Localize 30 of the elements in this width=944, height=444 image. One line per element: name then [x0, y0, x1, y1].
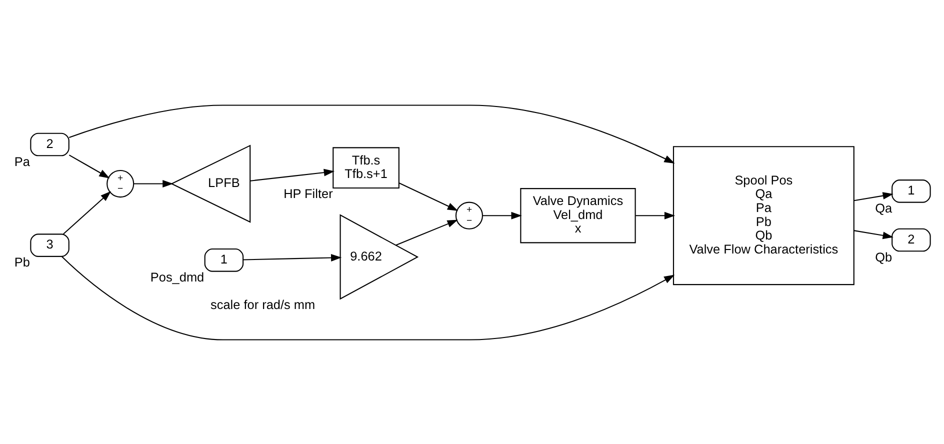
node-box: 1: [204, 248, 244, 272]
node-box: 1: [892, 179, 931, 202]
node-label: scale for rad/s mm: [210, 296, 316, 312]
arrow: [398, 182, 458, 210]
arrow: [68, 154, 110, 178]
node-label: Pos_dmd: [150, 269, 204, 284]
arrow: [396, 219, 458, 246]
node-label: Pa: [14, 153, 30, 168]
node-box: Spool Pos Qa Pa Pb Qb Valve Flow Characteristics: [672, 146, 854, 285]
node-box: 2: [30, 132, 70, 156]
arrow: [250, 168, 335, 181]
node-box: Tfb.s Tfb.s+1: [332, 146, 400, 188]
node-box: Valve Dynamics Vel_dmd x: [520, 188, 636, 243]
arrow: [63, 190, 112, 234]
arrow: [636, 211, 676, 219]
node-label: Qb: [875, 248, 892, 264]
arrow: [68, 104, 675, 164]
node-label: Pb: [14, 254, 30, 270]
node-label: Qa: [875, 200, 892, 216]
arrow: [243, 254, 342, 261]
node-circle: + −: [455, 201, 484, 229]
node-box: 2: [892, 228, 931, 252]
node-box: 3: [30, 233, 70, 256]
arrow: [61, 256, 675, 340]
arrow: [134, 180, 174, 187]
arrow: [854, 192, 894, 201]
arrow: [854, 230, 894, 239]
arrow: [482, 211, 522, 219]
node-label: HP Filter: [284, 186, 333, 201]
node-circle: + −: [106, 169, 134, 198]
